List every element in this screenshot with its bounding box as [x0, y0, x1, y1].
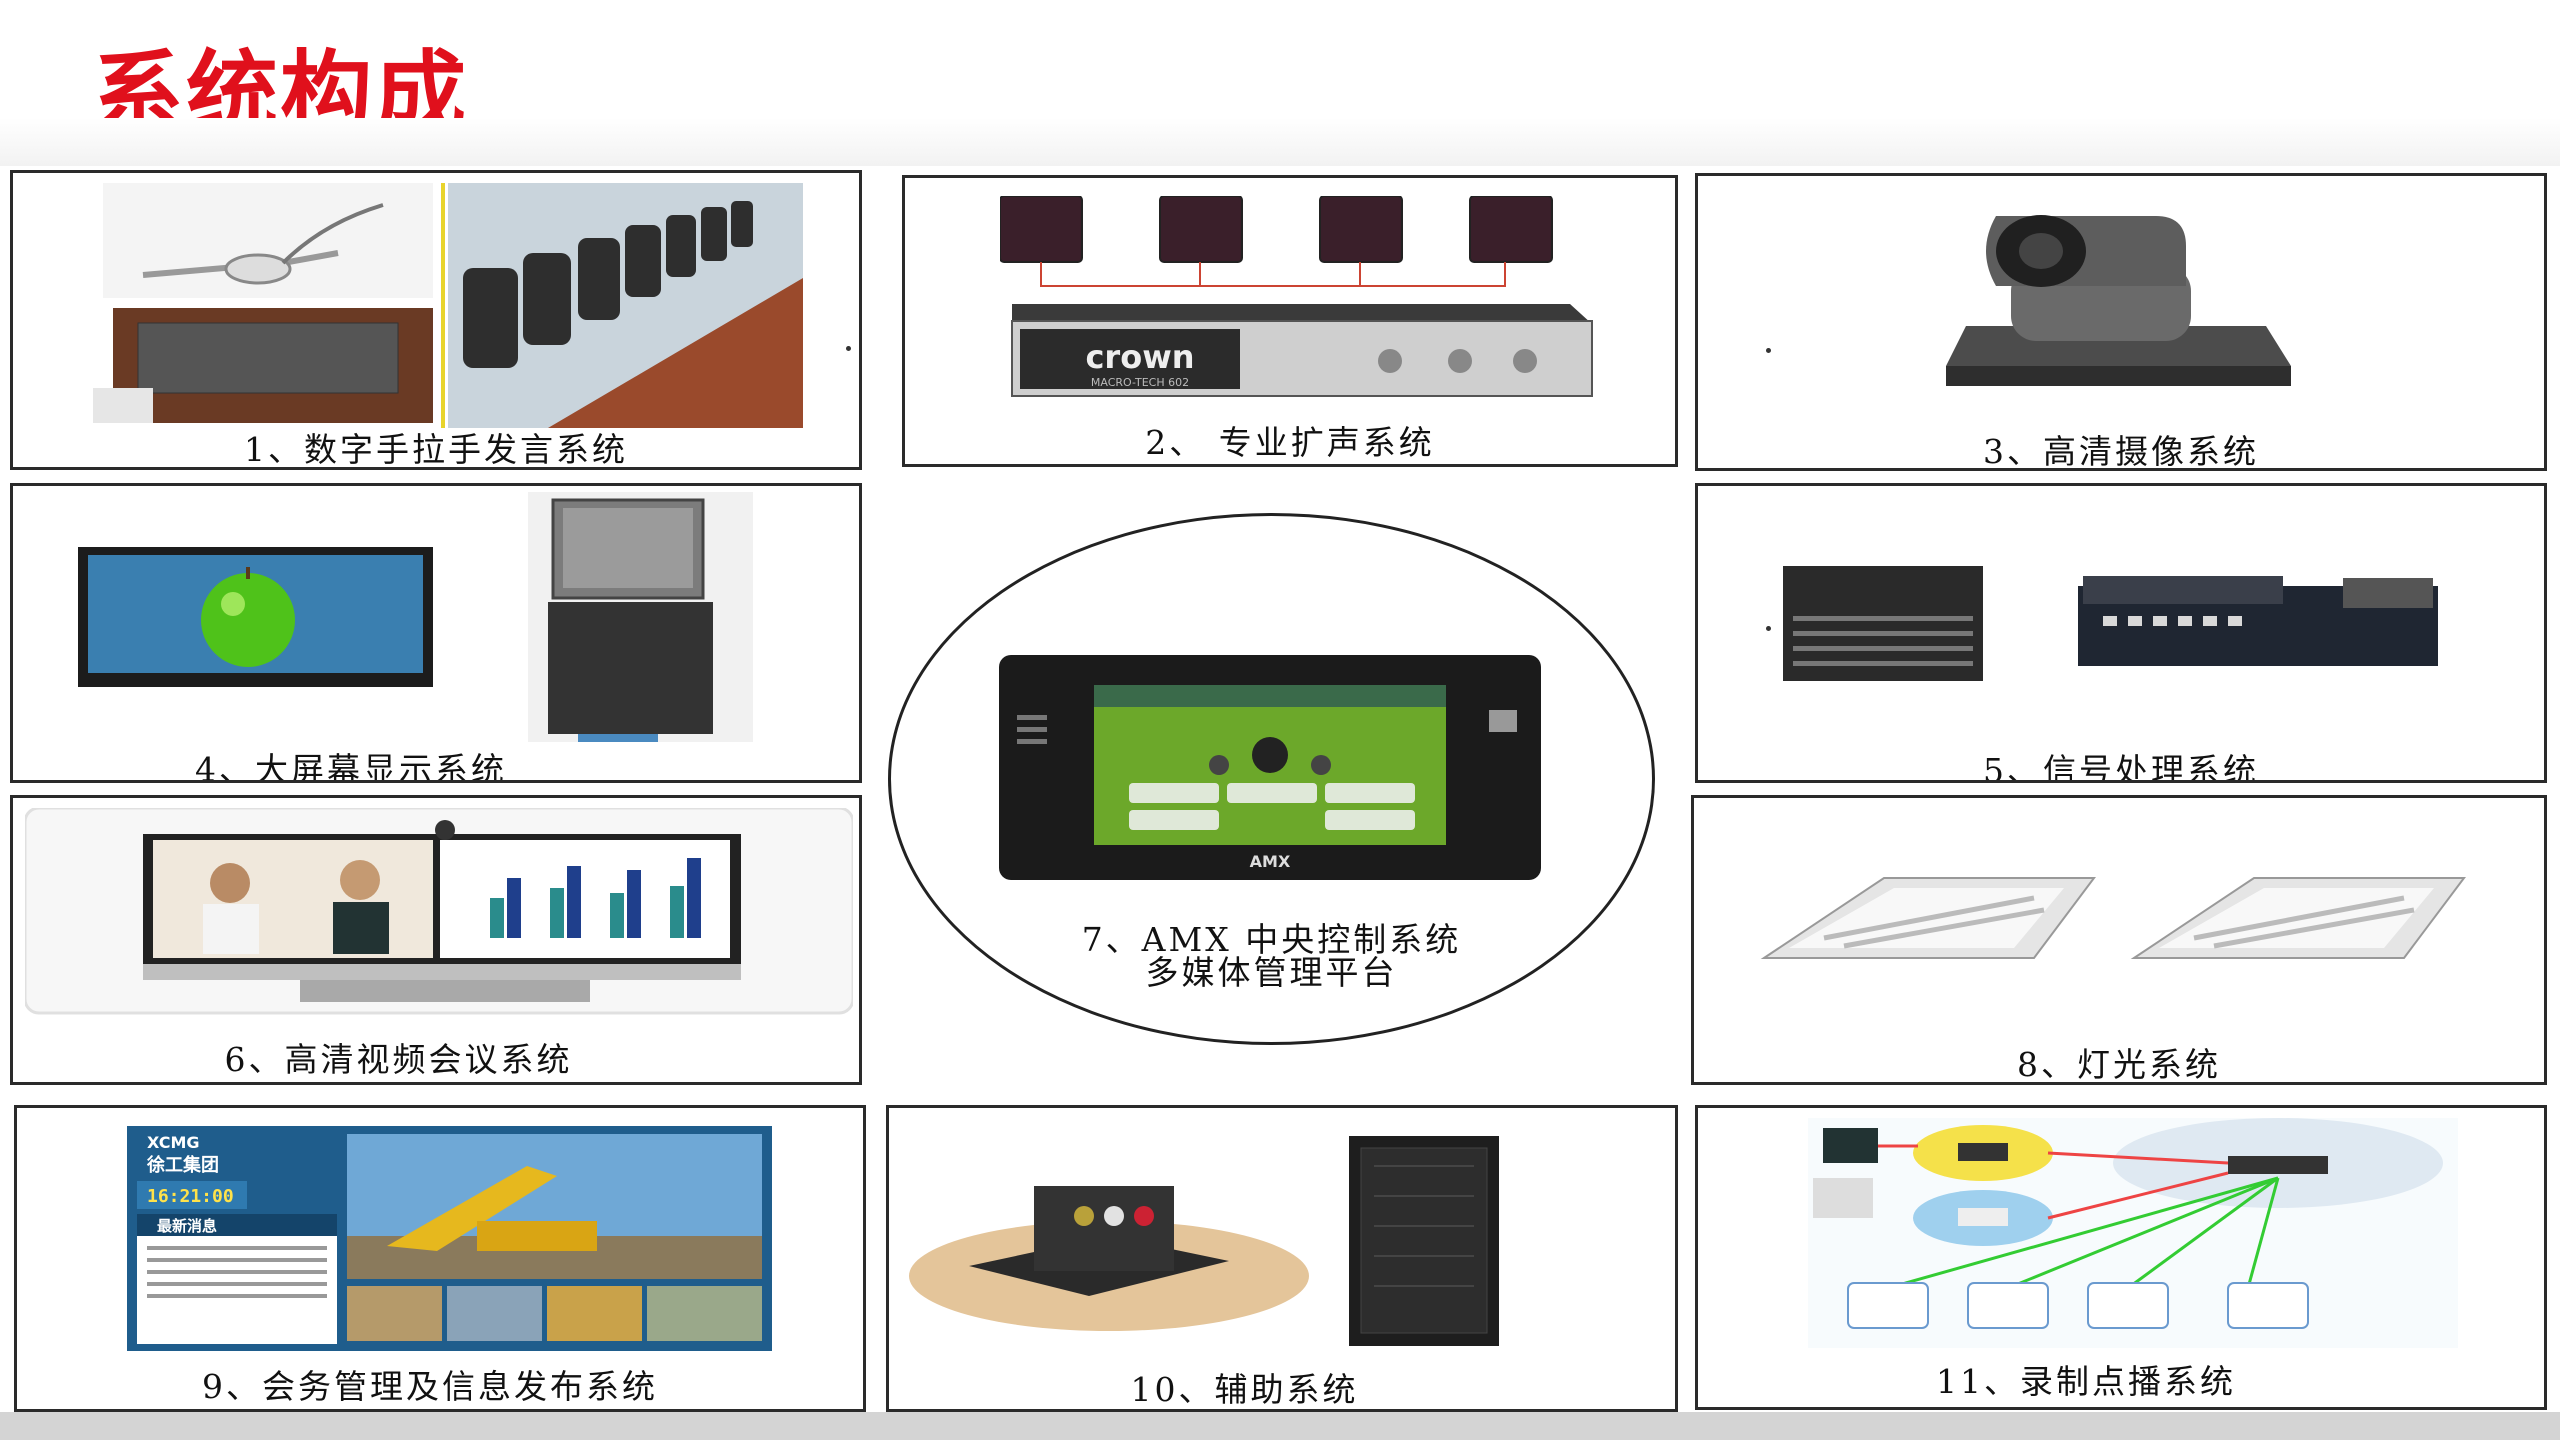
video-conference-image: [25, 808, 853, 1015]
panel-display-system: 4、大屏幕显示系统: [10, 483, 862, 783]
caption-recording-system: 11、录制点播系统: [1936, 1362, 2236, 1401]
panel-auxiliary-system: 10、辅助系统: [886, 1105, 1678, 1412]
panel-recording-system: 11、录制点播系统: [1695, 1105, 2547, 1410]
amx-brand: AMX: [1250, 852, 1291, 871]
recording-topology-image: [1808, 1118, 2458, 1348]
floor-box-cabinet-image: [909, 1136, 1499, 1346]
caption-lighting-system: 8、灯光系统: [2017, 1045, 2221, 1084]
panel-lighting-system: 8、灯光系统: [1691, 795, 2547, 1085]
caption-display-system: 4、大屏幕显示系统: [195, 750, 507, 783]
amplifier-speakers-image: crown MACRO-TECH 602: [1000, 196, 1593, 397]
bottom-bar: [0, 1412, 2560, 1440]
ptz-camera-image: [1946, 215, 2291, 386]
discussion-microphone-image: [93, 183, 803, 428]
title-band: [0, 118, 2560, 166]
signage-news-heading: 最新消息: [157, 1217, 217, 1235]
signage-screen-image: XCMG 徐工集团 16:21:00 最新消息: [127, 1126, 772, 1351]
caption-discussion-system: 1、数字手拉手发言系统: [244, 430, 628, 469]
caption-central-control-line2: 多媒体管理平台: [1145, 953, 1398, 992]
amx-touch-panel-image: AMX: [999, 655, 1541, 880]
panel-signal-processing: 5、信号处理系统: [1695, 483, 2547, 783]
panel-discussion-system: 1、数字手拉手发言系统: [10, 170, 862, 470]
panel-sound-system: crown MACRO-TECH 602 2、 专业扩声系统: [902, 175, 1678, 467]
caption-sound-system: 2、 专业扩声系统: [1145, 423, 1435, 462]
signage-logo: XCMG: [147, 1133, 200, 1152]
caption-video-conference: 6、高清视频会议系统: [224, 1040, 573, 1079]
amplifier-brand: crown: [1085, 338, 1194, 376]
caption-camera-system: 3、高清摄像系统: [1983, 432, 2259, 471]
caption-signal-processing: 5、信号处理系统: [1983, 751, 2259, 783]
signage-time: 16:21:00: [147, 1186, 234, 1207]
signage-company: 徐工集团: [146, 1154, 219, 1176]
panel-info-release: XCMG 徐工集团 16:21:00 最新消息 9、会务管理及信息发布系统: [14, 1105, 866, 1412]
caption-central-control-line1: 7、AMX 中央控制系统: [1081, 920, 1462, 959]
amplifier-model: MACRO-TECH 602: [1091, 376, 1189, 389]
display-screens-image: [78, 492, 753, 742]
panel-video-conference: 6、高清视频会议系统: [10, 795, 862, 1085]
caption-info-release: 9、会务管理及信息发布系统: [202, 1367, 658, 1406]
panel-camera-system: 3、高清摄像系统: [1695, 173, 2547, 471]
ceiling-lights-image: [1760, 877, 2466, 959]
caption-auxiliary-system: 10、辅助系统: [1130, 1370, 1359, 1409]
signal-matrix-image: [1783, 566, 2438, 681]
